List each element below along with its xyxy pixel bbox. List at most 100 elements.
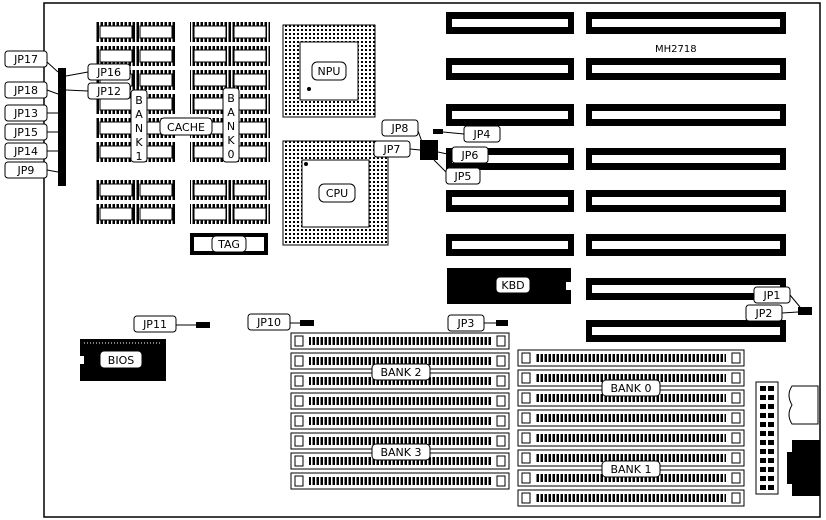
bank1-letter-b: B (135, 94, 143, 107)
expansion-slot (586, 12, 786, 34)
svg-text:JP1: JP1 (763, 289, 781, 302)
cache-chip (96, 180, 176, 200)
svg-text:JP15: JP15 (13, 126, 38, 139)
kbd-label: KBD (501, 279, 524, 292)
jp12-label: JP12 (65, 82, 131, 100)
power-pin (768, 458, 774, 463)
power-pin (760, 467, 766, 472)
svg-text:JP3: JP3 (457, 317, 475, 330)
power-pin (760, 386, 766, 391)
power-pin (768, 386, 774, 391)
cache-chip (190, 70, 270, 90)
svg-text:JP8: JP8 (391, 122, 409, 135)
svg-text:JP5: JP5 (454, 170, 472, 183)
board-model-label: MH2718 (655, 44, 697, 55)
simm-slot (290, 392, 510, 410)
jp1-label: JP1 (753, 286, 801, 308)
cache-chip (190, 204, 270, 224)
bank3-label: BANK 3 (371, 443, 431, 461)
power-pin (768, 440, 774, 445)
bank2-label: BANK 2 (371, 363, 431, 381)
svg-text:BANK 2: BANK 2 (380, 366, 421, 379)
power-pin (768, 485, 774, 490)
power-pin (768, 413, 774, 418)
svg-text:JP7: JP7 (383, 143, 401, 156)
jp15-label: JP15 (4, 123, 58, 141)
power-pin (760, 449, 766, 454)
bank0-letter-k: K (227, 134, 235, 147)
svg-text:JP16: JP16 (96, 66, 121, 79)
jp14-label: JP14 (4, 142, 58, 160)
simm-slot (290, 332, 510, 350)
bios-label: BIOS (108, 354, 134, 367)
svg-text:JP17: JP17 (13, 53, 38, 66)
cpu-socket: CPU (282, 140, 389, 246)
svg-text:BANK 0: BANK 0 (610, 382, 651, 395)
power-pin (760, 458, 766, 463)
tag-label: TAG (217, 238, 240, 251)
power-pin (760, 413, 766, 418)
jp11-label: JP11 (133, 315, 196, 333)
keyboard-din-connector (787, 440, 820, 496)
jp13-label: JP13 (4, 104, 58, 122)
cache-chip (96, 22, 176, 42)
npu-socket: NPU (282, 24, 376, 118)
svg-text:JP13: JP13 (13, 107, 38, 120)
svg-text:JP10: JP10 (256, 316, 281, 329)
simm-slot (290, 412, 510, 430)
jp10-label: JP10 (247, 313, 300, 331)
jp16-label: JP16 (65, 63, 131, 81)
simm-slot (517, 469, 745, 487)
cache-bank0-label: B A N K 0 (222, 87, 240, 163)
expansion-slots (446, 12, 786, 342)
jp5-label: JP5 (433, 159, 481, 185)
power-pin (760, 404, 766, 409)
expansion-slot (586, 320, 786, 342)
expansion-slot (586, 190, 786, 212)
power-pin (760, 422, 766, 427)
cache-chip (190, 46, 270, 66)
bank0-label: BANK 0 (601, 379, 661, 397)
power-pin (768, 422, 774, 427)
svg-text:JP14: JP14 (13, 145, 38, 158)
jp3-label: JP3 (447, 314, 496, 332)
jp17-label: JP17 (4, 50, 59, 73)
svg-text:JP12: JP12 (96, 85, 121, 98)
svg-text:JP4: JP4 (473, 128, 491, 141)
expansion-slot (446, 12, 574, 34)
cpu-label: CPU (326, 187, 348, 200)
svg-text:CACHE: CACHE (167, 121, 205, 134)
cache-bank1-label: B A N K 1 (130, 89, 148, 163)
tag-sram: TAG (190, 233, 268, 255)
npu-label: NPU (318, 65, 341, 78)
power-pin (768, 467, 774, 472)
jp4-label: JP4 (442, 125, 501, 143)
bank1-label: BANK 1 (601, 460, 661, 478)
cache-chip (96, 46, 176, 66)
jp18-label: JP18 (4, 81, 59, 99)
bank1-letter-num: 1 (136, 150, 143, 163)
power-pin (760, 431, 766, 436)
simm-slot (290, 352, 510, 370)
bank0-letter-num: 0 (228, 148, 235, 161)
jp7-label: JP7 (373, 140, 421, 158)
expansion-slot (586, 58, 786, 80)
expansion-slot (446, 58, 574, 80)
svg-text:JP11: JP11 (142, 318, 167, 331)
simm-slot (517, 349, 745, 367)
simm-slot (290, 472, 510, 490)
expansion-slot (446, 234, 574, 256)
jumper-labels: JP17 JP16 JP18 JP12 JP13 JP15 JP14 JP9 J… (4, 50, 801, 333)
power-pin (760, 395, 766, 400)
svg-text:JP9: JP9 (17, 164, 35, 177)
power-pin (768, 395, 774, 400)
bank0-letter-n: N (227, 120, 235, 133)
cache-chip (96, 204, 176, 224)
expansion-slot (446, 104, 574, 126)
svg-text:JP18: JP18 (13, 84, 38, 97)
jp8-label: JP8 (381, 119, 423, 143)
expansion-slot (586, 148, 786, 170)
power-pin (768, 431, 774, 436)
bank1-letter-a: A (135, 108, 143, 121)
